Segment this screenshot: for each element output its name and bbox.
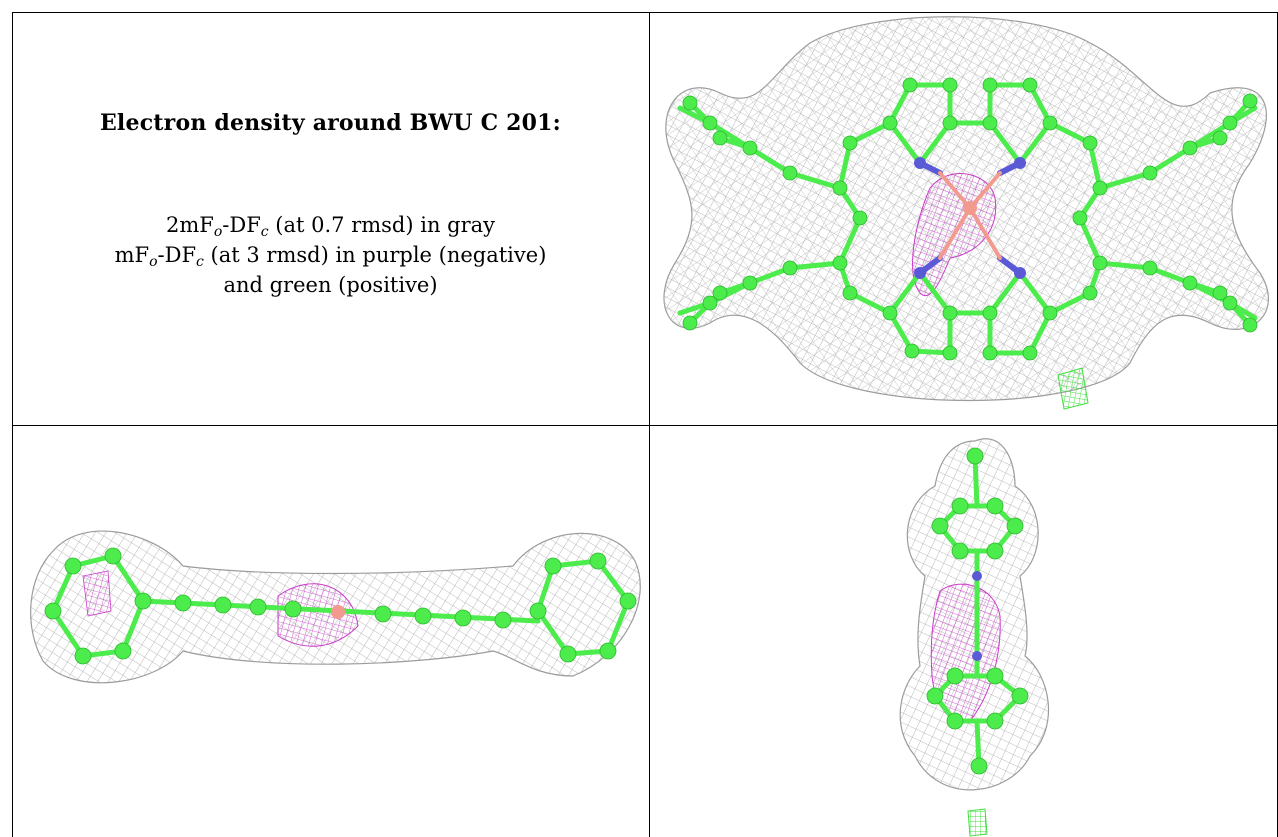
caption-cell: Electron density around BWU C 201: 2mFo-…	[12, 12, 649, 425]
metal-atom	[331, 605, 345, 619]
density-image-side-view	[30, 530, 641, 684]
density-image-top-view	[663, 16, 1269, 410]
negative-density-purple	[277, 583, 359, 647]
positive-density-green	[967, 808, 988, 837]
top-view-cell	[650, 13, 1277, 425]
molecule-atoms	[682, 77, 1258, 361]
table-border-left	[12, 12, 13, 837]
line1-prefix: 2mF	[165, 213, 214, 237]
table-column-divider	[649, 12, 650, 837]
end-view-cell	[650, 426, 1277, 837]
negative-density-purple-small	[82, 570, 112, 617]
legend-description: 2mFo-DFc (at 0.7 rmsd) in gray mFo-DFc (…	[12, 210, 649, 300]
line2-mid: -DF	[157, 243, 197, 267]
line2-sub-c: c	[196, 254, 204, 270]
line1-mid: -DF	[222, 213, 261, 237]
figure-title: Electron density around BWU C 201:	[99, 110, 562, 136]
figure-table: Electron density around BWU C 201: 2mFo-…	[12, 12, 1278, 837]
legend-line-positive: and green (positive)	[223, 273, 438, 297]
density-image-end-view	[899, 438, 1050, 837]
nitrogen-atoms	[972, 571, 982, 661]
legend-line-fo-fc: mFo-DFc (at 3 rmsd) in purple (negative)	[12, 240, 649, 270]
line2-prefix: mF	[114, 243, 150, 267]
nitrogen-bonds	[917, 160, 1023, 276]
table-border-top	[12, 12, 1278, 13]
side-view-cell	[13, 426, 649, 837]
line1-suffix: (at 0.7 rmsd) in gray	[268, 213, 496, 237]
line1-sub-c: c	[260, 224, 269, 240]
nitrogen-atoms	[914, 157, 1026, 279]
molecule-atoms	[44, 547, 637, 665]
line1-sub-o: o	[213, 224, 223, 240]
line2-sub-o: o	[149, 254, 158, 270]
line2-suffix: (at 3 rmsd) in purple (negative)	[203, 243, 547, 267]
molecule-atoms	[926, 447, 1029, 775]
legend-line-2fo-fc: 2mFo-DFc (at 0.7 rmsd) in gray	[12, 210, 649, 240]
metal-atom	[963, 201, 977, 215]
table-row-divider	[12, 425, 1278, 426]
positive-density-green	[1057, 367, 1089, 410]
